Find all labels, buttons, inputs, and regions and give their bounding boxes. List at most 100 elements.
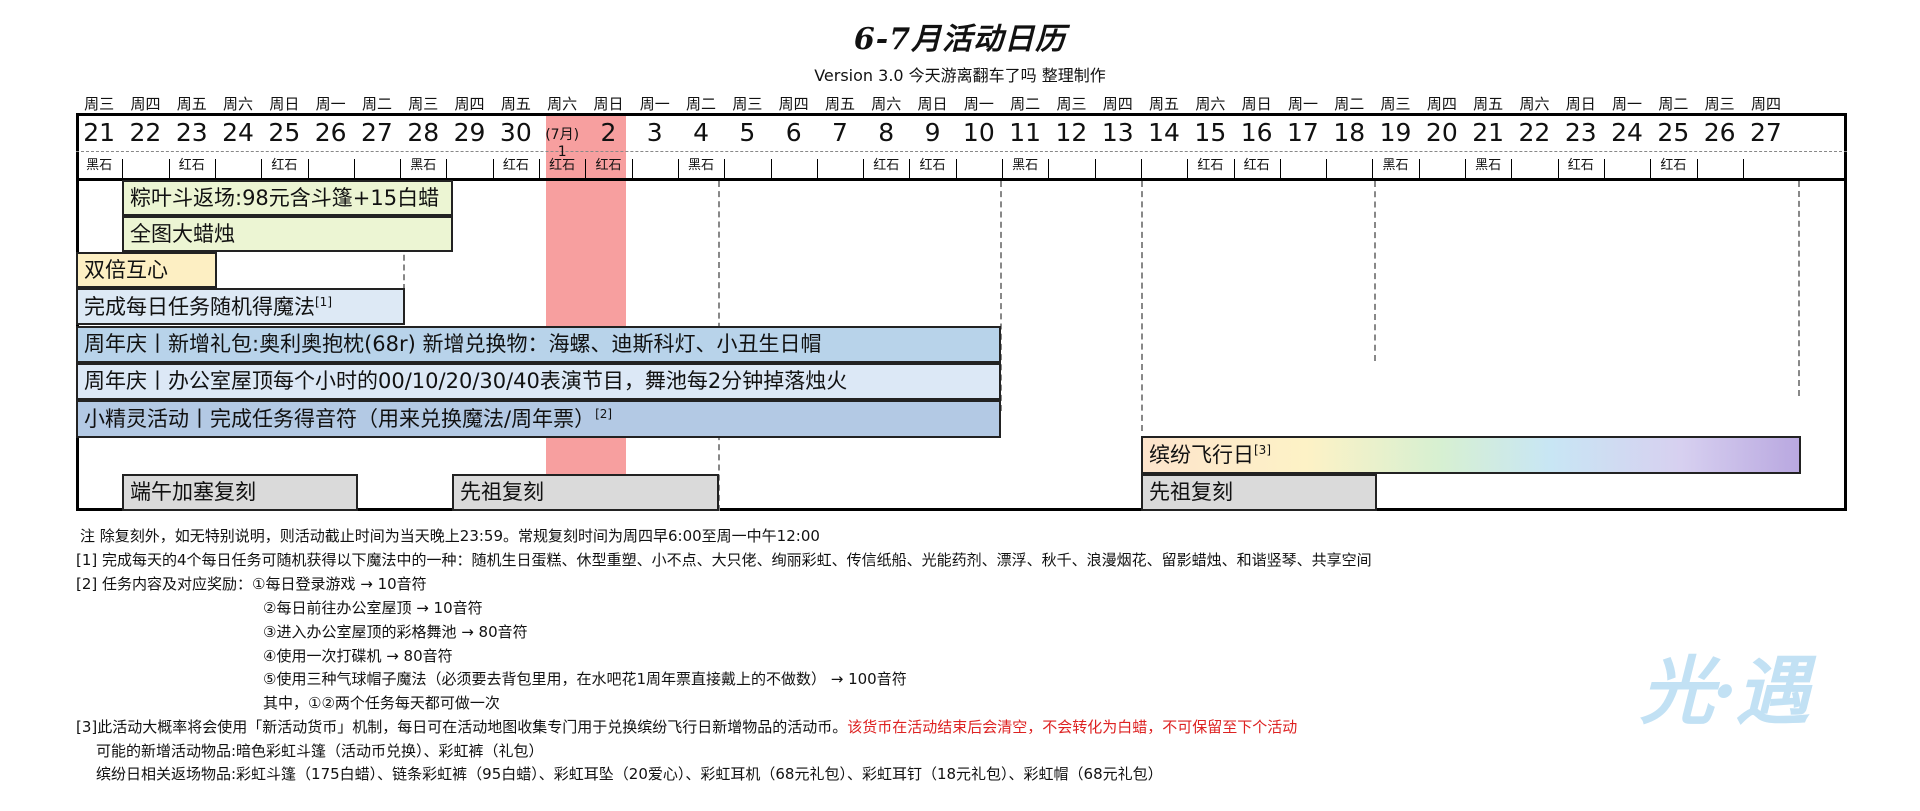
weekday-label: 周一 bbox=[315, 95, 346, 113]
shard-stone-label: 红石 bbox=[1243, 158, 1270, 173]
day-divider bbox=[1465, 159, 1466, 178]
day-divider bbox=[492, 159, 494, 178]
day-divider bbox=[631, 159, 633, 178]
day-number: 29 bbox=[453, 118, 486, 147]
event-bar[interactable]: 缤纷飞行日[3] bbox=[1141, 436, 1801, 474]
shard-stone-label: 红石 bbox=[873, 158, 900, 173]
header-divider bbox=[76, 178, 1847, 181]
shard-stone-label: 红石 bbox=[271, 158, 298, 173]
day-number: 8 bbox=[878, 118, 895, 147]
day-divider bbox=[1094, 159, 1096, 178]
weekday-label: 周四 bbox=[1426, 95, 1457, 113]
event-bar[interactable]: 先祖复刻 bbox=[1141, 474, 1377, 511]
shard-stone-label: 黑石 bbox=[86, 158, 113, 173]
note-line: 缤纷日相关返场物品:彩虹斗篷（175白蜡）、链条彩虹裤（95白蜡）、彩虹耳坠（2… bbox=[96, 765, 1163, 783]
game-logo-watermark: 光·遇 bbox=[1640, 649, 1810, 735]
weekday-label: 周三 bbox=[408, 95, 439, 113]
day-divider bbox=[122, 159, 124, 178]
day-divider bbox=[909, 159, 911, 178]
day-number: 26 bbox=[314, 118, 347, 147]
event-label: 端午加塞复刻 bbox=[130, 480, 256, 504]
note-text: [3]此活动大概率将会使用「新活动货币」机制，每日可在活动地图收集专门用于兑换缤… bbox=[76, 718, 848, 736]
weekday-label: 周日 bbox=[593, 95, 624, 113]
event-bar[interactable]: 粽叶斗返场:98元含斗篷+15白蜡 bbox=[122, 180, 453, 216]
weekday-label: 周六 bbox=[223, 95, 254, 113]
weekday-label: 周一 bbox=[1612, 95, 1643, 113]
event-label: 先祖复刻 bbox=[460, 480, 544, 504]
day-divider bbox=[1279, 159, 1281, 178]
shard-stone-label: 黑石 bbox=[1475, 158, 1502, 173]
day-divider bbox=[1742, 159, 1744, 178]
day-divider bbox=[1603, 159, 1605, 178]
event-bar[interactable]: 完成每日任务随机得魔法[1] bbox=[76, 288, 405, 325]
weekday-label: 周三 bbox=[84, 95, 115, 113]
day-divider bbox=[863, 159, 865, 178]
day-number: 28 bbox=[407, 118, 440, 147]
event-bar[interactable]: 全图大蜡烛 bbox=[122, 216, 453, 252]
day-number: 25 bbox=[268, 118, 301, 147]
event-bar[interactable]: 端午加塞复刻 bbox=[122, 474, 358, 511]
note-line: [3]此活动大概率将会使用「新活动货币」机制，每日可在活动地图收集专门用于兑换缤… bbox=[76, 720, 1297, 735]
weekday-label: 周五 bbox=[500, 95, 531, 113]
footnote-ref: [2] bbox=[595, 407, 613, 421]
shard-stone-label: 红石 bbox=[502, 158, 529, 173]
note-line: [1] 完成每天的4个每日任务可随机获得以下魔法中的一种：随机生日蛋糕、休型重塑… bbox=[76, 551, 1372, 569]
day-number: 22 bbox=[129, 118, 162, 147]
day-divider bbox=[307, 159, 309, 178]
day-number: 13 bbox=[1101, 118, 1134, 147]
day-number: 18 bbox=[1333, 118, 1366, 147]
day-divider bbox=[1372, 159, 1374, 178]
day-number: 3 bbox=[646, 118, 663, 147]
day-number: 16 bbox=[1240, 118, 1273, 147]
day-number: 22 bbox=[1518, 118, 1551, 147]
day-number: 5 bbox=[739, 118, 756, 147]
day-number: 24 bbox=[1611, 118, 1643, 147]
event-bar[interactable]: 双倍互心 bbox=[76, 252, 217, 288]
shard-stone-label: 红石 bbox=[549, 158, 576, 173]
event-bar[interactable]: 周年庆丨办公室屋顶每个小时的00/10/20/30/40表演节目，舞池每2分钟掉… bbox=[76, 363, 1001, 400]
week-divider-6 bbox=[403, 245, 405, 290]
weekday-label: 周三 bbox=[1704, 95, 1735, 113]
event-bar[interactable]: 先祖复刻 bbox=[452, 474, 719, 511]
weekday-label: 周五 bbox=[1149, 95, 1180, 113]
week-divider-3 bbox=[1141, 181, 1143, 431]
shard-stone-label: 黑石 bbox=[688, 158, 715, 173]
stone-row-divider bbox=[76, 151, 1847, 152]
day-divider bbox=[1002, 159, 1003, 178]
day-divider bbox=[1233, 159, 1235, 178]
weekday-label: 周二 bbox=[361, 95, 392, 113]
weekday-label: 周一 bbox=[639, 95, 670, 113]
day-divider bbox=[1140, 159, 1142, 178]
day-divider bbox=[770, 159, 772, 178]
weekday-label: 周日 bbox=[1241, 95, 1272, 113]
day-divider bbox=[539, 159, 540, 178]
footnote-ref: [1] bbox=[315, 295, 332, 309]
day-divider bbox=[261, 159, 263, 178]
event-label: 周年庆丨办公室屋顶每个小时的00/10/20/30/40表演节目，舞池每2分钟掉… bbox=[84, 369, 848, 393]
weekday-label: 周二 bbox=[1658, 95, 1689, 113]
day-divider bbox=[1418, 159, 1420, 178]
event-bar[interactable]: 周年庆丨新增礼包:奥利奥抱枕(68r) 新增兑换物：海螺、迪斯科灯、小丑生日帽 bbox=[76, 326, 1001, 363]
weekday-label: 周六 bbox=[547, 95, 578, 113]
day-divider bbox=[168, 159, 170, 178]
day-divider bbox=[1326, 159, 1328, 178]
shard-stone-label: 红石 bbox=[178, 158, 205, 173]
event-label: 粽叶斗返场:98元含斗篷+15白蜡 bbox=[130, 186, 440, 210]
week-divider-4 bbox=[1374, 181, 1376, 361]
note-line: 注 除复刻外，如无特别说明，则活动截止时间为当天晚上23:59。常规复刻时间为周… bbox=[80, 527, 820, 545]
weekday-label: 周四 bbox=[130, 95, 161, 113]
weekday-label: 周六 bbox=[1195, 95, 1226, 113]
day-divider bbox=[446, 159, 448, 178]
shard-stone-label: 红石 bbox=[919, 158, 946, 173]
day-number: 4 bbox=[693, 118, 709, 147]
day-number: 9 bbox=[924, 118, 941, 147]
weekday-label: 周日 bbox=[269, 95, 300, 113]
weekday-label: 周四 bbox=[454, 95, 485, 113]
event-bar[interactable]: 小精灵活动丨完成任务得音符（用来兑换魔法/周年票）[2] bbox=[76, 400, 1001, 438]
calendar-title: 6-7月活动日历 bbox=[853, 22, 1067, 57]
day-number: 26 bbox=[1703, 118, 1736, 147]
event-label: 双倍互心 bbox=[84, 258, 168, 282]
weekday-label: 周二 bbox=[686, 95, 717, 113]
weekday-label: 周三 bbox=[1056, 95, 1087, 113]
day-divider bbox=[400, 159, 402, 178]
